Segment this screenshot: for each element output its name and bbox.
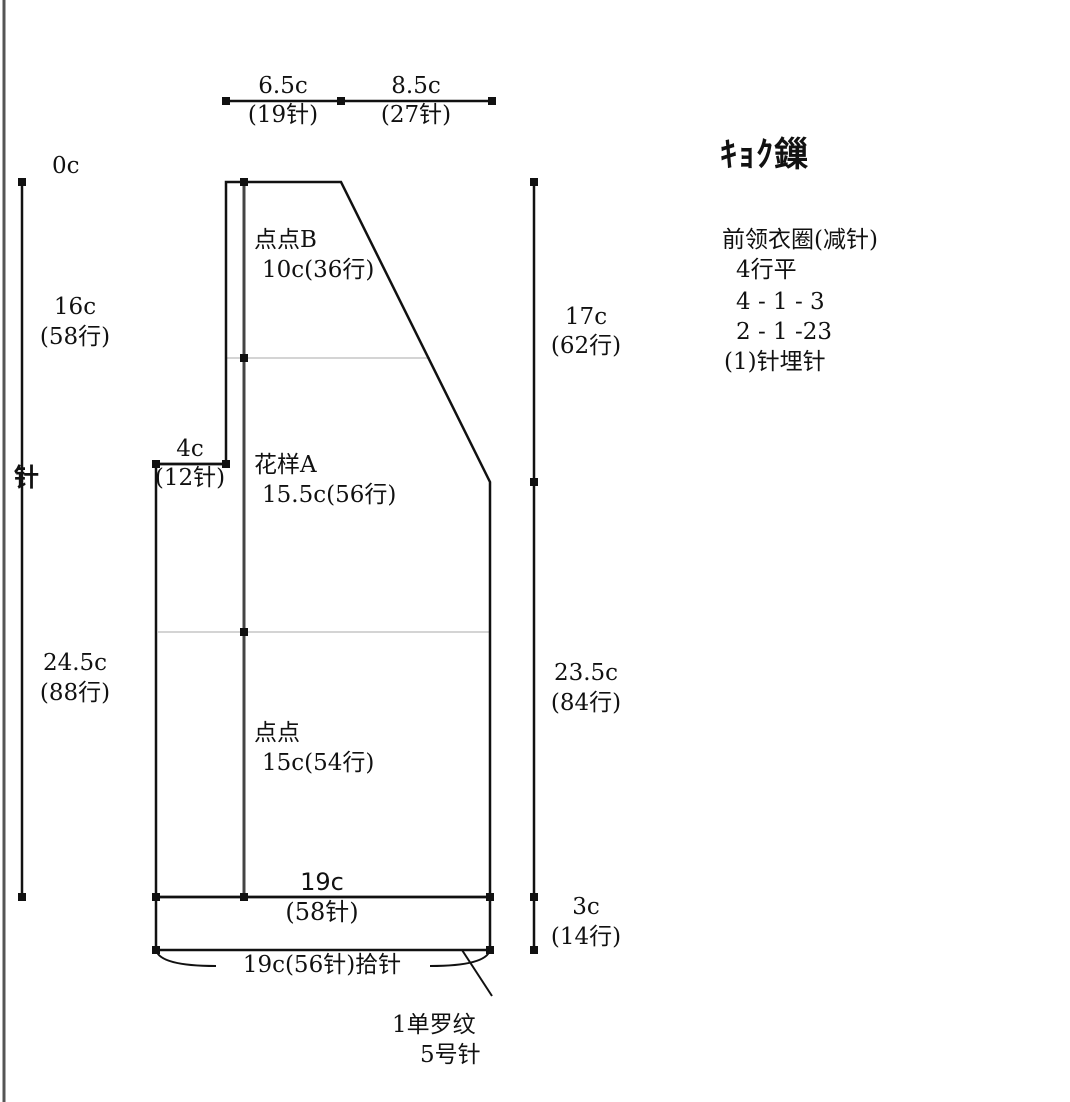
pickup-label: 19c(56针)拾针	[238, 954, 406, 977]
cutoff-label: 针	[14, 463, 40, 492]
start-label: 0c	[52, 153, 80, 179]
collar-width-label: 4c	[176, 436, 204, 462]
rib-note-line1: 1单罗纹	[392, 1012, 476, 1038]
section-b-size: 10c(36行)	[262, 257, 375, 283]
garment-outline	[154, 180, 492, 899]
left-lower-rows-label: (88行)	[39, 680, 111, 706]
legend-line3: 2 - 1 -23	[736, 319, 833, 345]
left-upper-rows-label: (58行)	[39, 324, 111, 350]
collar-stitches-label: (12针)	[154, 465, 226, 491]
bottom-stitches-label: (58针)	[285, 898, 359, 926]
neck-stitches-label: (19针)	[247, 102, 319, 128]
dim-dot	[337, 97, 345, 105]
dim-dot	[18, 893, 26, 901]
section-b-name: 点点B	[254, 227, 317, 253]
rib-band	[154, 895, 492, 952]
legend-line2: 4 - 1 - 3	[736, 289, 825, 315]
dim-dot	[530, 893, 538, 901]
right-upper-rows-label: (62行)	[550, 333, 622, 359]
neck-width-label: 6.5c	[258, 73, 308, 99]
corner-dot	[240, 628, 248, 636]
corner-dot	[152, 460, 160, 468]
section-dots-size: 15c(54行)	[262, 750, 375, 776]
right-lower-label: 23.5c	[553, 660, 619, 686]
rib-note-line2: 5号针	[420, 1042, 481, 1068]
shoulder-stitches-label: (27针)	[380, 102, 452, 128]
rib-leader-line	[461, 949, 493, 997]
rib-rows-label: (14行)	[550, 924, 622, 950]
right-lower-rows-label: (84行)	[550, 690, 622, 716]
dim-dot	[488, 97, 496, 105]
dim-dot	[530, 178, 538, 186]
corner-dot	[486, 893, 494, 901]
legend-heading: 前领衣圈(减针)	[722, 227, 878, 253]
pickup-brace-left	[155, 949, 217, 967]
section-a-name: 花样A	[254, 452, 317, 478]
corner-dot	[240, 178, 248, 186]
shoulder-width-label: 8.5c	[391, 73, 441, 99]
pickup-brace-right	[429, 949, 491, 967]
dim-dot	[222, 97, 230, 105]
dim-dot	[530, 478, 538, 486]
legend-line1: 4行平	[736, 257, 797, 283]
rib-height-label: 3c	[572, 894, 600, 920]
section-dots-name: 点点	[254, 720, 300, 746]
corner-dot	[240, 354, 248, 362]
section-a-size: 15.5c(56行)	[262, 482, 397, 508]
left-upper-label: 16c	[53, 294, 97, 320]
left-lower-label: 24.5c	[42, 650, 108, 676]
corner-dot	[152, 893, 160, 901]
right-upper-label: 17c	[564, 304, 608, 330]
dim-dot	[18, 178, 26, 186]
dim-dot	[530, 946, 538, 954]
corner-dot	[222, 460, 230, 468]
corner-dot	[240, 893, 248, 901]
legend-line4: (1)针埋针	[724, 349, 826, 375]
legend-title: ｷｮｸ鏁	[720, 135, 809, 175]
bottom-width-label: 19c	[300, 868, 344, 896]
